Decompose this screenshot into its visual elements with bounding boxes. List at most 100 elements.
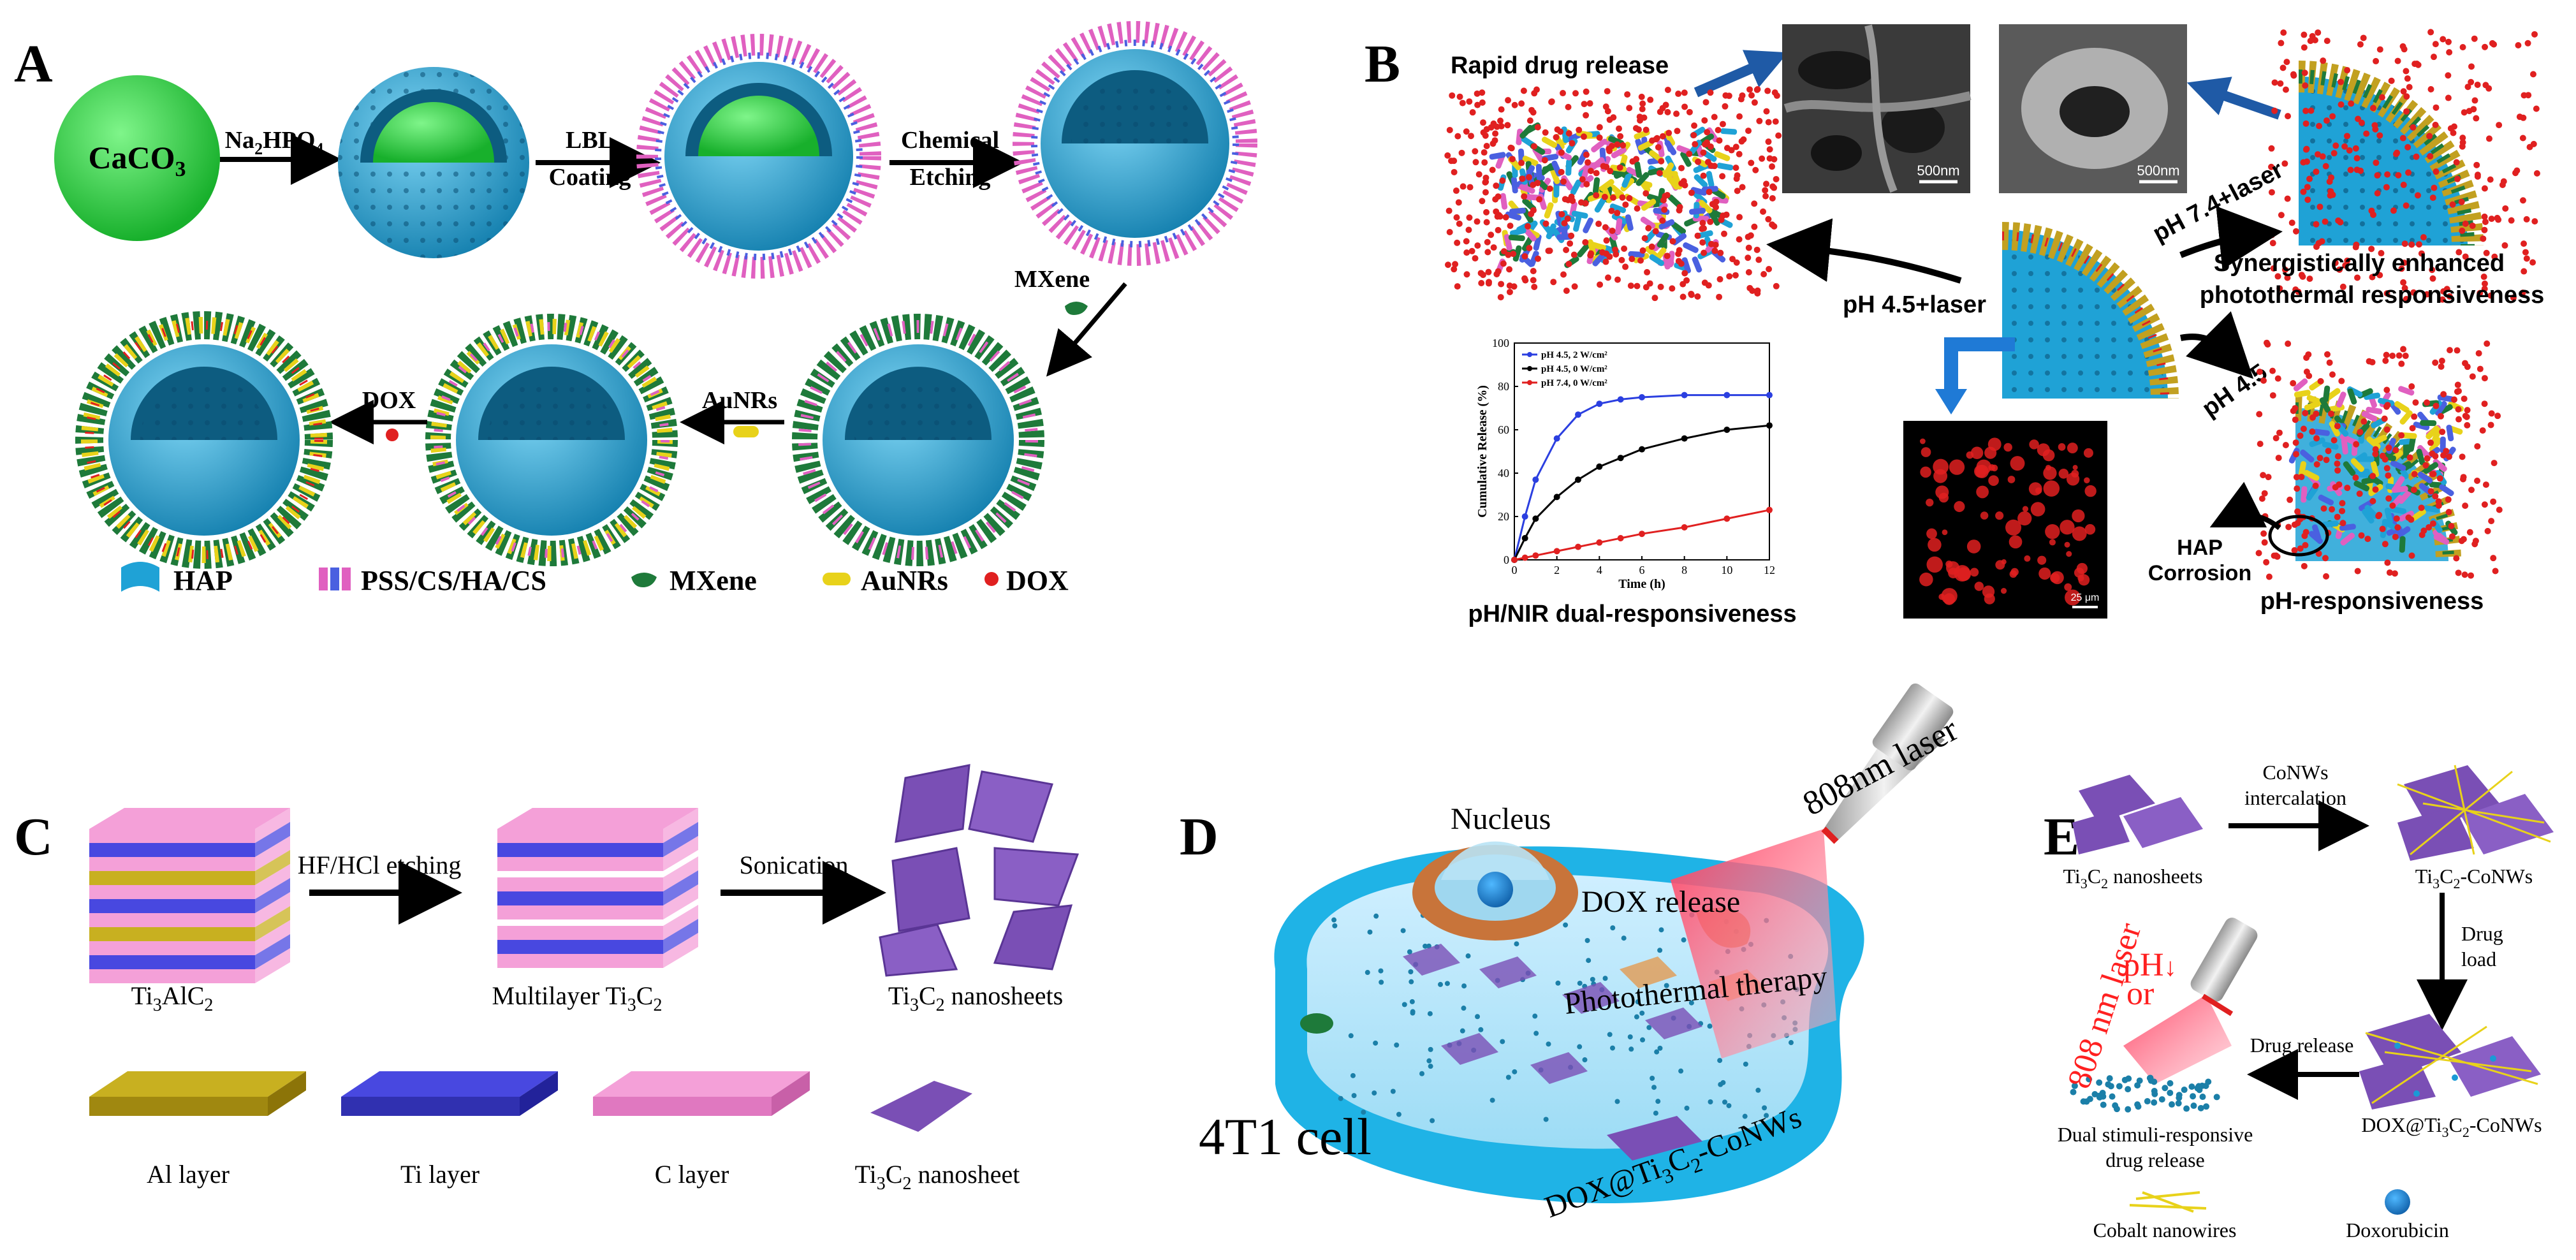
legend-al: Al layer <box>147 1160 230 1189</box>
lbl-coated-particle <box>636 34 881 279</box>
multilayer-label: Multilayer Ti3C2 <box>492 981 662 1015</box>
step6-label: DOX <box>362 387 416 414</box>
legend-entry: pH 4.5, 0 W/cm² <box>1541 364 1607 374</box>
data-point <box>1575 476 1581 483</box>
data-point <box>1766 506 1773 513</box>
data-point <box>1681 392 1688 399</box>
data-point <box>1511 557 1518 563</box>
panel-label-d: D <box>1180 807 1218 867</box>
data-point <box>1596 463 1603 470</box>
step2-label-line1: LBL <box>566 127 614 154</box>
drug-release-label: Drug release <box>2250 1034 2354 1057</box>
ti3alc2-label: Ti3AlC2 <box>131 981 214 1015</box>
caco3-label: CaCO3 <box>88 140 186 181</box>
data-point <box>1532 476 1539 483</box>
mxene-coated-particle <box>792 314 1044 566</box>
ti3alc2-stack <box>89 808 290 983</box>
y-tick-label: 20 <box>1498 510 1509 523</box>
aunr-legend-icon <box>823 573 851 585</box>
stimuli-line1: pH↓ <box>2123 947 2177 983</box>
data-point <box>1617 455 1624 462</box>
dox-icon <box>386 429 399 441</box>
panel-label-c: C <box>14 807 53 867</box>
hap-icon <box>121 562 159 592</box>
data-point <box>1723 515 1731 522</box>
etched-particle <box>1013 21 1257 266</box>
mxene-icon <box>1065 302 1088 315</box>
nucleus <box>1412 841 1578 941</box>
data-point <box>1723 392 1731 399</box>
stimuli-line2: or <box>2126 976 2154 1012</box>
ti3c2-nanosheets-cluster <box>879 764 1079 977</box>
sem-texture-2 <box>2021 48 2168 169</box>
data-point <box>1532 515 1539 522</box>
data-point <box>1766 422 1773 429</box>
y-tick-label: 80 <box>1498 380 1509 393</box>
scale-label-3: 25 μm <box>2071 592 2100 603</box>
y-tick-label: 100 <box>1492 337 1509 349</box>
legend-marker <box>1527 380 1532 385</box>
laser-device-d <box>1671 683 1954 1059</box>
x-tick-label: 12 <box>1764 564 1775 576</box>
drug-cloud-ph45 <box>2255 339 2503 580</box>
data-point <box>1617 396 1624 403</box>
sheet-swatch <box>870 1081 972 1132</box>
legend-cobalt: Cobalt nanowires <box>2093 1219 2237 1242</box>
x-axis-label: Time (h) <box>1618 577 1665 591</box>
data-point <box>1766 392 1773 399</box>
organelle-2 <box>1300 1013 1333 1034</box>
scale-label-2: 500nm <box>2137 163 2179 179</box>
legend-c: C layer <box>655 1160 729 1189</box>
hap-corrosion-line1: HAP <box>2177 536 2223 560</box>
caco3-particle <box>54 75 220 241</box>
x-tick-label: 0 <box>1512 564 1518 576</box>
panel-label-b: B <box>1365 34 1400 94</box>
step4-label: MXene <box>1014 266 1090 293</box>
data-point <box>1575 411 1581 418</box>
legend-sheet: Ti3C2 nanosheet <box>855 1160 1020 1194</box>
x-tick-label: 6 <box>1639 564 1645 576</box>
dox-release-label: DOX release <box>1581 885 1740 919</box>
quarter-sphere-ph74 <box>2298 61 2484 246</box>
data-point <box>1639 394 1645 400</box>
x-tick-label: 4 <box>1597 564 1602 576</box>
e-nanosheets <box>2072 775 2203 854</box>
nucleus-label: Nucleus <box>1451 802 1551 836</box>
drug-load-line1: Drug <box>2461 922 2503 945</box>
blue-down-arrow <box>1944 337 2015 395</box>
synergy-line1: Synergistically enhanced <box>2214 250 2505 277</box>
ph74-arrow <box>2179 206 2283 270</box>
sem-arrow <box>2186 77 2281 120</box>
rapid-release-label: Rapid drug release <box>1451 52 1669 79</box>
c-layer-swatch <box>593 1071 810 1116</box>
data-point <box>1639 531 1645 538</box>
data-point <box>1639 446 1645 453</box>
arrow-step4 <box>1046 282 1127 377</box>
synergy-line2: photothermal responsiveness <box>2200 282 2545 309</box>
ph45-laser-label: pH 4.5+laser <box>1843 291 1986 318</box>
data-point <box>1553 435 1560 442</box>
panel-a: A CaCO3 Na2HPO4 LBL Coating Chemical <box>14 21 1257 596</box>
y-tick-label: 40 <box>1498 467 1509 480</box>
hap-corrosion-line2: Corrosion <box>2148 561 2251 585</box>
y-tick-label: 60 <box>1498 423 1509 436</box>
al-layer-swatch <box>89 1071 306 1116</box>
e-sheets-label: Ti3C2 nanosheets <box>2063 865 2202 891</box>
y-axis-label: Cumulative Release (%) <box>1475 385 1489 518</box>
step5-label: AuNRs <box>702 387 777 414</box>
ph-responsiveness-label: pH-responsiveness <box>2260 588 2484 615</box>
step3-label-line2: Etching <box>910 164 991 191</box>
data-point <box>1532 552 1539 559</box>
corrosion-circle <box>2268 515 2329 557</box>
dual-responsiveness-label: pH/NIR dual-responsiveness <box>1468 601 1796 627</box>
dual-release-line1: Dual stimuli-responsive <box>2058 1123 2253 1146</box>
pss-icon <box>319 568 351 590</box>
panel-a-legend: HAP PSS/CS/HA/CS MXene AuNRs DOX <box>121 562 1069 596</box>
etching-label: HF/HCl etching <box>298 851 462 879</box>
legend-marker <box>1527 352 1532 357</box>
legend-aunrs: AuNRs <box>861 565 948 596</box>
legend-dox: DOX <box>1006 565 1069 596</box>
data-point <box>1681 435 1688 442</box>
step1-label: Na2HPO4 <box>225 127 324 158</box>
